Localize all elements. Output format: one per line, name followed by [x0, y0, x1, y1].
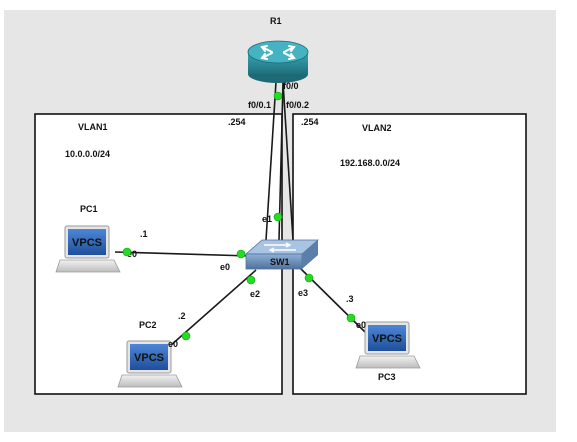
- vlan1-subnet-label: 10.0.0.0/24: [65, 149, 110, 159]
- vlan2-gateway-label: .254: [301, 117, 319, 127]
- pc1[interactable]: VPCS: [55, 225, 121, 273]
- pc3-iface-label: e0: [356, 320, 366, 330]
- vlan2-subnet-label: 192.168.0.0/24: [340, 158, 400, 168]
- port-dot-sw1-e0[interactable]: [236, 249, 246, 259]
- sw1-e0-label: e0: [220, 262, 230, 272]
- router-arrows-icon: [260, 45, 296, 60]
- pc3-name-label: PC3: [378, 372, 396, 382]
- port-dot-sw1-e3[interactable]: [304, 273, 314, 283]
- link-pc1-sw1[interactable]: [114, 251, 251, 257]
- port-dot-pc2-e0[interactable]: [181, 331, 191, 341]
- pc2[interactable]: VPCS: [117, 340, 183, 388]
- port-dot-r1-f0-0[interactable]: [273, 91, 283, 101]
- link-r1-vlan2-b[interactable]: [282, 81, 294, 241]
- port-dot-sw1-e1[interactable]: [273, 212, 283, 222]
- router-port-label: f0/0: [283, 81, 299, 91]
- link-r1-vlan1[interactable]: [265, 81, 277, 241]
- pc3-screen-text: VPCS: [372, 333, 402, 345]
- switch-arrows-icon: [264, 242, 296, 253]
- pc2-name-label: PC2: [139, 320, 157, 330]
- router-r1[interactable]: [247, 40, 309, 83]
- vlan2-name-label: VLAN2: [362, 123, 392, 133]
- switch-sw1[interactable]: [244, 239, 320, 270]
- pc1-name-label: PC1: [80, 204, 98, 214]
- switch-name-label: SW1: [270, 257, 290, 267]
- pc2-addr-label: .2: [178, 311, 186, 321]
- pc2-screen-text: VPCS: [134, 352, 164, 364]
- subif-vlan1-label: f0/0.1: [248, 100, 271, 110]
- pc3-addr-label: .3: [346, 294, 354, 304]
- port-dot-pc1-e0[interactable]: [122, 247, 132, 257]
- pc2-iface-label: e0: [168, 339, 178, 349]
- sw1-e1-label: e1: [262, 214, 272, 224]
- router-name-label: R1: [270, 16, 282, 26]
- pc1-iface-label: e0: [127, 249, 137, 259]
- vlan1-name-label: VLAN1: [78, 122, 108, 132]
- pc1-screen-text: VPCS: [72, 237, 102, 249]
- port-dot-pc3-e0[interactable]: [346, 313, 356, 323]
- sw1-e3-label: e3: [298, 288, 308, 298]
- pc1-addr-label: .1: [140, 229, 148, 239]
- subif-vlan2-label: f0/0.2: [286, 100, 309, 110]
- port-dot-sw1-e2[interactable]: [246, 275, 256, 285]
- vlan1-gateway-label: .254: [228, 117, 246, 127]
- sw1-e2-label: e2: [250, 289, 260, 299]
- pc3[interactable]: VPCS: [355, 321, 421, 369]
